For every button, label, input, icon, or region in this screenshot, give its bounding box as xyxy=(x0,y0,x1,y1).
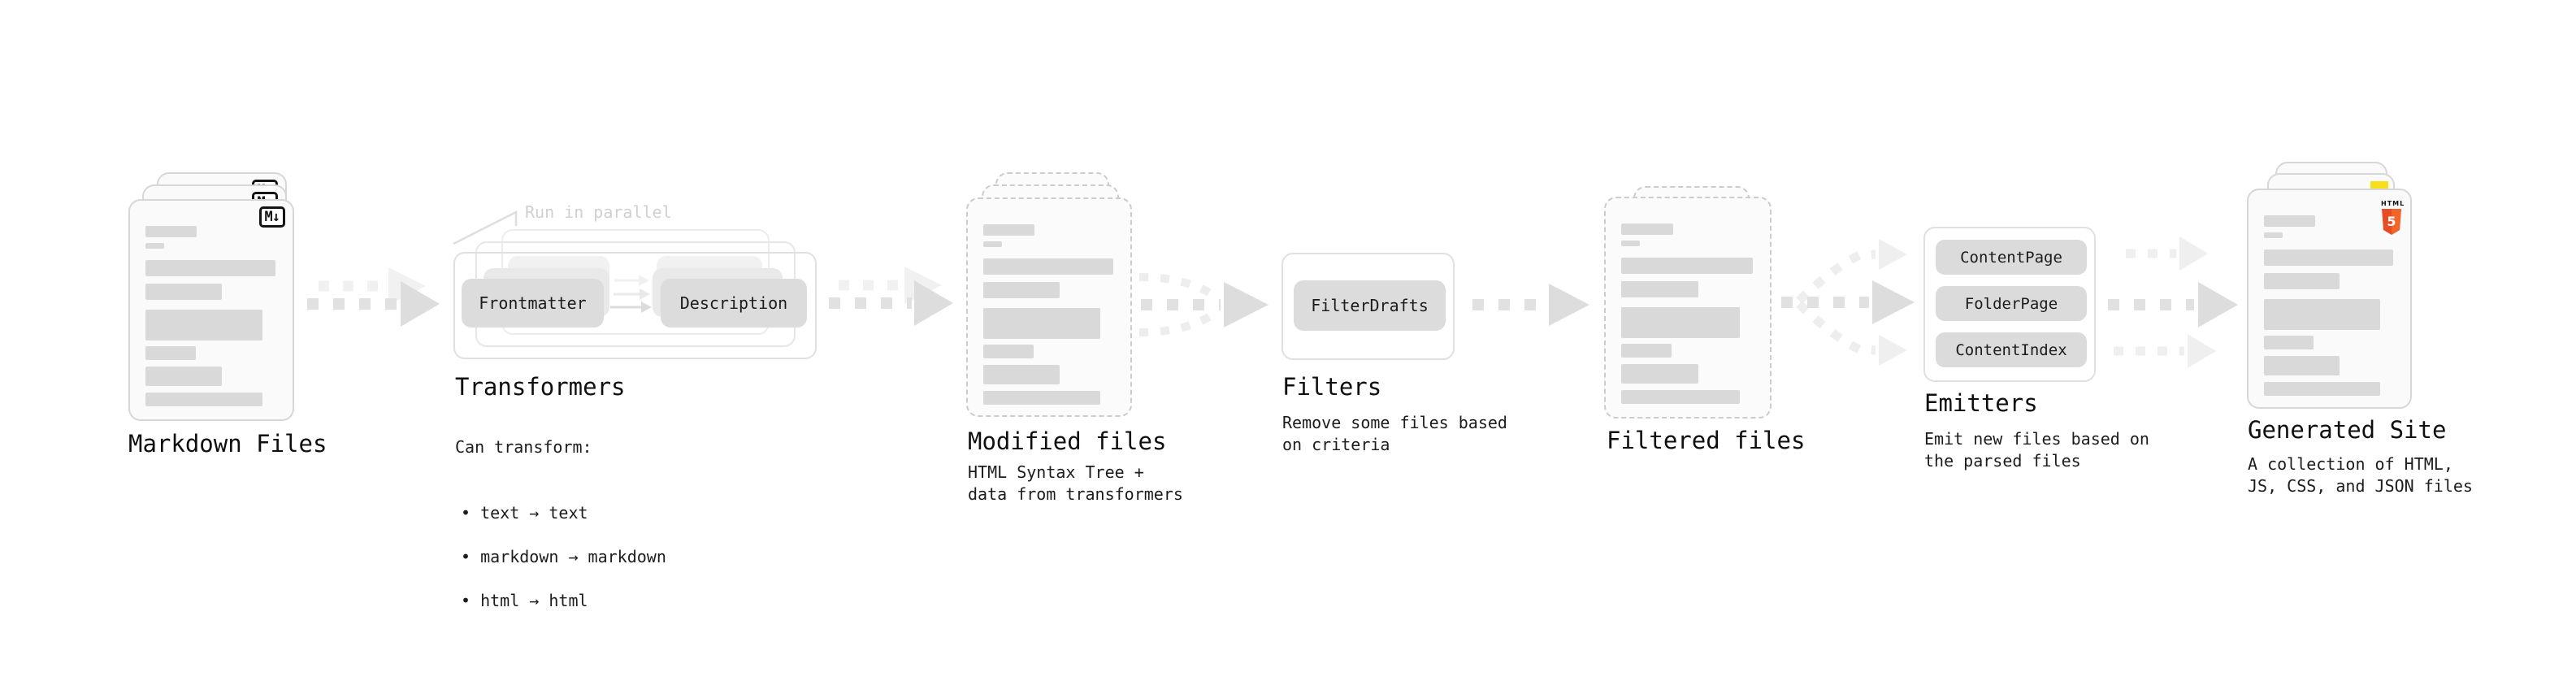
text-placeholder-bars xyxy=(145,226,277,406)
markdown-files-stack: M↓ M↓ M↓ xyxy=(128,172,301,422)
placeholder-bar xyxy=(1621,364,1699,384)
transformer-step-description: Description xyxy=(661,279,807,327)
placeholder-bar xyxy=(145,284,222,300)
placeholder-bar xyxy=(2264,273,2340,289)
transformers-note-title: Can transform: xyxy=(455,437,592,457)
arrow-filtered-to-emitters-icon xyxy=(1781,239,1915,366)
emitter-folderpage: FolderPage xyxy=(1936,286,2087,321)
placeholder-bar xyxy=(983,282,1060,298)
generated-site-label: Generated Site xyxy=(2248,416,2447,444)
placeholder-bar xyxy=(2264,356,2340,375)
placeholder-bar xyxy=(145,243,164,249)
placeholder-bar xyxy=(983,258,1114,275)
emitters-panel: ContentPage FolderPage ContentIndex xyxy=(1923,227,2096,382)
placeholder-bar xyxy=(2264,299,2381,330)
markdown-files-label: Markdown Files xyxy=(128,430,327,458)
filtered-files-label: Filtered files xyxy=(1607,427,1806,454)
filter-box-filterdrafts: FilterDrafts xyxy=(1294,280,1446,331)
modified-files-label: Modified files xyxy=(968,427,1167,455)
transformer-step-label: Description xyxy=(679,293,788,313)
placeholder-bar xyxy=(983,224,1035,236)
placeholder-bar xyxy=(983,345,1034,358)
html5-file-icon: HTML 5 xyxy=(2381,193,2405,238)
arrow-emitters-to-site-icon xyxy=(2108,236,2238,368)
generated-site-description: A collection of HTML, JS, CSS, and JSON … xyxy=(2248,454,2473,496)
emitter-label: ContentIndex xyxy=(1955,340,2067,359)
filters-panel: FilterDrafts xyxy=(1281,253,1455,360)
transformer-panel-front xyxy=(453,252,817,359)
transformer-step-label: Frontmatter xyxy=(479,293,587,313)
arrow-filters-to-filtered-icon xyxy=(1472,284,1589,326)
placeholder-bar xyxy=(2264,336,2314,349)
placeholder-bar xyxy=(1621,258,1754,274)
placeholder-bar xyxy=(2264,232,2283,238)
markdown-file-card-front: M↓ xyxy=(128,199,294,421)
modified-file-card-front xyxy=(966,197,1132,417)
placeholder-bar xyxy=(1621,344,1672,358)
placeholder-bar xyxy=(1621,390,1740,404)
transformers-note-item: • text → text xyxy=(461,503,588,523)
generated-site-stack: CSS HTML 5 xyxy=(2247,162,2419,410)
text-placeholder-bars xyxy=(1621,223,1754,404)
html5-icon-label: HTML xyxy=(2381,200,2405,207)
text-placeholder-bars xyxy=(983,224,1115,405)
placeholder-bar xyxy=(983,241,1002,247)
placeholder-bar xyxy=(983,391,1101,405)
filtered-files-stack xyxy=(1604,186,1776,422)
placeholder-bar xyxy=(983,308,1101,339)
transformers-note-list: • text → text • markdown → markdown • ht… xyxy=(455,480,666,634)
emitters-description: Emit new files based on the parsed files xyxy=(1924,429,2149,471)
placeholder-bar xyxy=(2264,382,2381,396)
arrow-markdown-to-transformers-icon xyxy=(307,267,440,327)
run-in-parallel-annotation: Run in parallel xyxy=(525,202,672,222)
transformers-note-item: • html → html xyxy=(461,591,588,610)
placeholder-bar xyxy=(1621,281,1699,297)
emitters-label: Emitters xyxy=(1924,389,2038,417)
filters-description: Remove some files based on criteria xyxy=(1282,413,1507,454)
placeholder-bar xyxy=(145,310,263,340)
placeholder-bar xyxy=(2264,249,2394,266)
transformers-note: Can transform: • text → text • markdown … xyxy=(455,414,666,656)
placeholder-bar xyxy=(983,365,1060,384)
placeholder-bar xyxy=(145,226,197,237)
emitter-label: ContentPage xyxy=(1960,248,2062,267)
placeholder-bar xyxy=(145,367,222,386)
emitter-label: FolderPage xyxy=(1964,294,2058,313)
placeholder-bar xyxy=(1621,241,1640,246)
svg-text:5: 5 xyxy=(2387,214,2396,229)
filtered-file-card-front xyxy=(1604,197,1772,419)
transformers-label: Transformers xyxy=(455,373,626,401)
placeholder-bar xyxy=(1621,223,1673,235)
emitter-contentpage: ContentPage xyxy=(1936,240,2087,275)
html5-shield-icon: 5 xyxy=(2382,209,2401,235)
transformer-step-frontmatter: Frontmatter xyxy=(462,279,604,327)
text-placeholder-bars xyxy=(2264,215,2395,396)
filter-box-label: FilterDrafts xyxy=(1311,296,1429,315)
placeholder-bar xyxy=(145,346,196,360)
placeholder-bar xyxy=(145,393,263,406)
transformers-cluster: Frontmatter Description xyxy=(452,229,819,361)
site-file-card-html: HTML 5 xyxy=(2247,189,2412,409)
markdown-file-icon: M↓ xyxy=(258,206,285,228)
placeholder-bar xyxy=(2264,215,2315,227)
placeholder-bar xyxy=(145,260,276,276)
arrow-modified-to-filters-icon xyxy=(1138,273,1268,336)
placeholder-bar xyxy=(1621,307,1740,338)
modified-files-stack xyxy=(966,172,1138,422)
emitter-contentindex: ContentIndex xyxy=(1936,332,2087,367)
modified-files-description: HTML Syntax Tree + data from transformer… xyxy=(968,462,1183,504)
arrow-transformers-to-modified-icon xyxy=(829,267,953,326)
transformers-note-item: • markdown → markdown xyxy=(461,547,666,566)
filters-label: Filters xyxy=(1282,373,1382,401)
js-file-icon xyxy=(2370,181,2388,189)
